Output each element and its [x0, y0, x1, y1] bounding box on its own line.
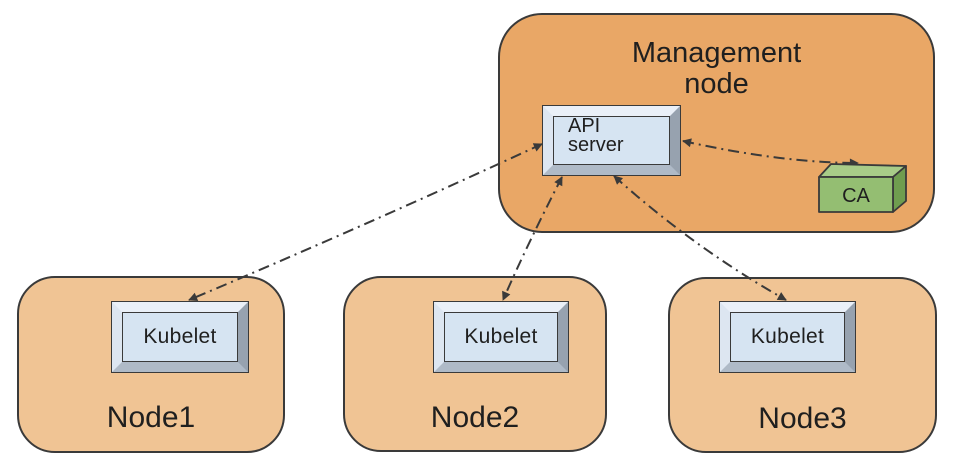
node1-label: Node1 — [106, 401, 196, 434]
kubelet-box-node3: Kubelet — [719, 301, 856, 373]
management-node-label: Management node — [631, 37, 802, 100]
kubelet-label-node3: Kubelet — [750, 325, 825, 348]
api-server-box: API server — [542, 105, 681, 176]
kubelet-box-node1: Kubelet — [111, 301, 249, 373]
kubelet-label-node2: Kubelet — [464, 325, 538, 348]
node2-label: Node2 — [430, 401, 520, 434]
node3-label: Node3 — [758, 402, 847, 435]
kubelet-label-node1: Kubelet — [143, 325, 217, 348]
api-server-label: API server — [568, 115, 624, 156]
kubelet-box-node2: Kubelet — [433, 301, 569, 373]
